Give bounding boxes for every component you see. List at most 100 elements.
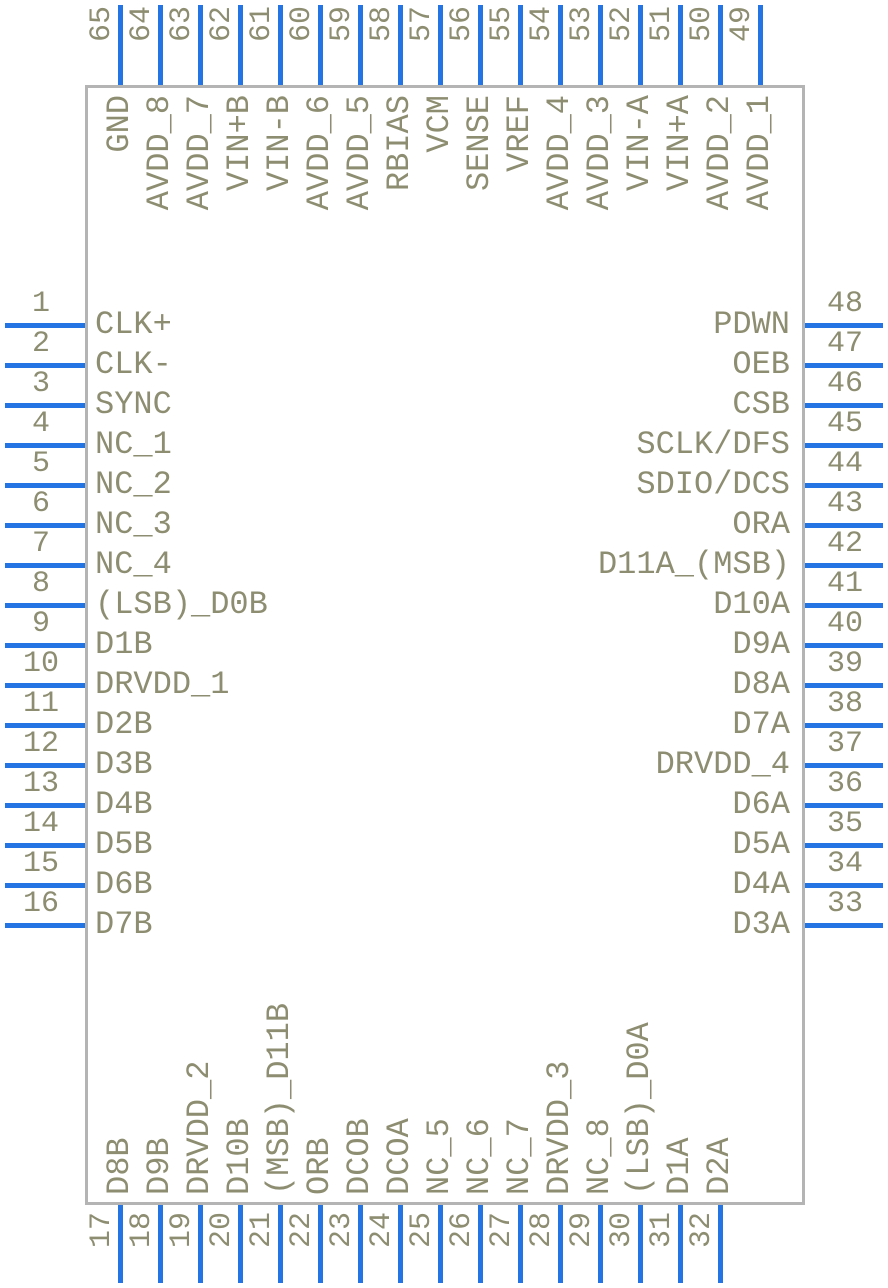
pin-name-label: D4A	[732, 866, 790, 903]
pin-name-label: (MSB)_D11B	[261, 1002, 298, 1195]
pin-name-label: NC_3	[95, 506, 172, 543]
pin-number: 10	[22, 647, 59, 681]
pin-number: 61	[245, 6, 279, 43]
pin-number: 49	[725, 6, 759, 43]
pin-number: 45	[826, 407, 863, 441]
pin-name-label: NC_7	[501, 1118, 538, 1195]
pin-name-label: VCM	[421, 95, 458, 153]
pin-name-label: AVDD_7	[181, 95, 218, 211]
pin-lead-top	[398, 5, 403, 85]
pin-number: 59	[325, 6, 359, 43]
pin-name-label: VREF	[501, 95, 538, 172]
pin-name-label: SCLK/DFS	[636, 426, 790, 463]
pin-lead-bottom	[118, 1205, 123, 1283]
pin-name-label: CLK+	[95, 306, 172, 343]
pin-lead-left	[5, 443, 85, 448]
pin-lead-top	[118, 5, 123, 85]
pin-lead-right	[805, 803, 883, 808]
pin-lead-top	[278, 5, 283, 85]
pin-number: 57	[405, 6, 439, 43]
pin-lead-left	[5, 603, 85, 608]
pin-lead-right	[805, 723, 883, 728]
pin-number: 13	[22, 767, 59, 801]
pin-lead-top	[638, 5, 643, 85]
pin-lead-top	[598, 5, 603, 85]
pin-lead-top	[758, 5, 763, 85]
pin-name-label: SENSE	[461, 95, 498, 192]
pin-lead-right	[805, 523, 883, 528]
pin-lead-right	[805, 883, 883, 888]
pin-lead-top	[158, 5, 163, 85]
pin-name-label: AVDD_2	[701, 95, 738, 211]
pin-lead-bottom	[358, 1205, 363, 1283]
pin-lead-bottom	[198, 1205, 203, 1283]
pin-number: 1	[31, 287, 50, 321]
pin-lead-top	[198, 5, 203, 85]
pin-name-label: AVDD_8	[141, 95, 178, 211]
pin-lead-left	[5, 843, 85, 848]
pin-name-label: D6B	[95, 866, 153, 903]
pin-name-label: AVDD_5	[341, 95, 378, 211]
pin-lead-left	[5, 403, 85, 408]
pin-number: 11	[22, 687, 59, 721]
pin-name-label: AVDD_4	[541, 95, 578, 211]
pin-name-label: VIN-B	[261, 95, 298, 192]
pin-number: 48	[826, 287, 863, 321]
pin-number: 43	[826, 487, 863, 521]
pin-name-label: NC_6	[461, 1118, 498, 1195]
pin-lead-bottom	[478, 1205, 483, 1283]
pin-name-label: D6A	[732, 786, 790, 823]
pin-lead-left	[5, 803, 85, 808]
pin-number: 26	[445, 1212, 479, 1249]
pin-name-label: DRVDD_1	[95, 666, 230, 703]
pin-number: 12	[22, 727, 59, 761]
pin-lead-bottom	[278, 1205, 283, 1283]
pin-name-label: D9A	[732, 626, 790, 663]
pin-name-label: D2A	[701, 1137, 738, 1195]
pin-number: 54	[525, 6, 559, 43]
pin-number: 7	[31, 527, 50, 561]
pin-number: 50	[685, 6, 719, 43]
pin-name-label: DRVDD_4	[655, 746, 790, 783]
pin-number: 58	[365, 6, 399, 43]
pin-lead-left	[5, 363, 85, 368]
pin-name-label: D10A	[713, 586, 790, 623]
pin-number: 22	[285, 1212, 319, 1249]
pin-number: 29	[565, 1212, 599, 1249]
pin-name-label: NC_4	[95, 546, 172, 583]
pin-number: 55	[485, 6, 519, 43]
pin-name-label: (LSB)_D0B	[95, 586, 268, 623]
pin-lead-right	[805, 603, 883, 608]
pin-lead-top	[318, 5, 323, 85]
pin-name-label: VIN+A	[661, 95, 698, 192]
pin-number: 4	[31, 407, 50, 441]
pin-lead-bottom	[678, 1205, 683, 1283]
pin-number: 27	[485, 1212, 519, 1249]
pin-number: 2	[31, 327, 50, 361]
ic-body	[85, 85, 805, 1205]
pin-name-label: VIN+B	[221, 95, 258, 192]
pin-lead-top	[438, 5, 443, 85]
pin-number: 21	[245, 1212, 279, 1249]
pin-name-label: OEB	[732, 346, 790, 383]
pin-lead-top	[358, 5, 363, 85]
pin-lead-bottom	[598, 1205, 603, 1283]
pin-number: 60	[285, 6, 319, 43]
pin-name-label: D4B	[95, 786, 153, 823]
pin-name-label: DRVDD_2	[181, 1060, 218, 1195]
pin-lead-right	[805, 483, 883, 488]
pin-name-label: (LSB)_D0A	[621, 1022, 658, 1195]
pin-lead-bottom	[438, 1205, 443, 1283]
pin-number: 46	[826, 367, 863, 401]
pin-lead-top	[558, 5, 563, 85]
pin-lead-left	[5, 563, 85, 568]
pin-number: 28	[525, 1212, 559, 1249]
pin-lead-top	[718, 5, 723, 85]
pin-lead-top	[678, 5, 683, 85]
pin-name-label: D7B	[95, 906, 153, 943]
pin-lead-left	[5, 723, 85, 728]
pin-name-label: D1A	[661, 1137, 698, 1195]
pin-name-label: RBIAS	[381, 95, 418, 192]
pin-number: 38	[826, 687, 863, 721]
